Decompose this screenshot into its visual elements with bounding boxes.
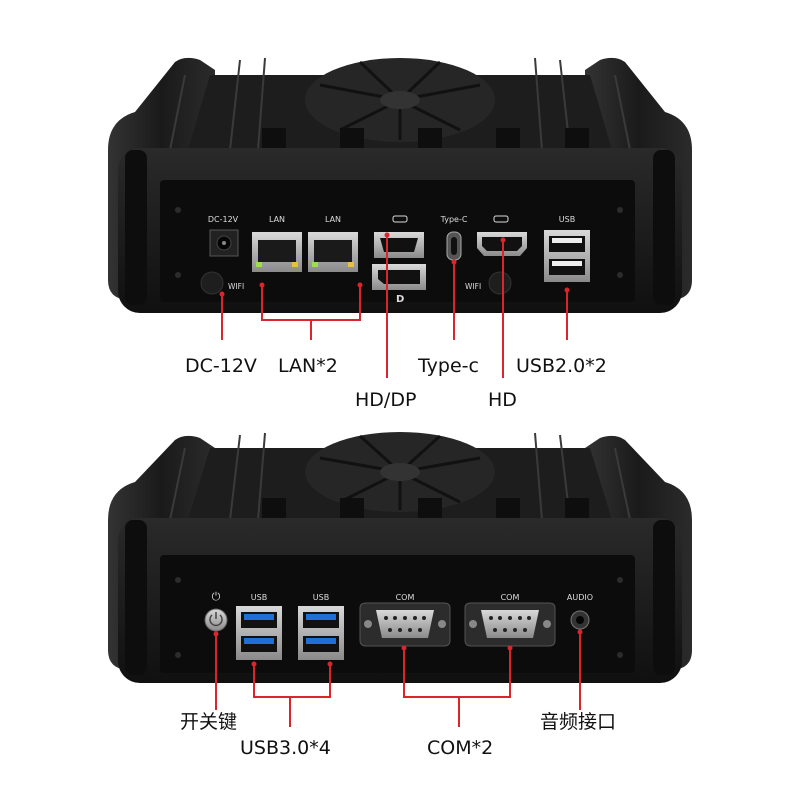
usb2-port-label: USB xyxy=(559,215,575,224)
usb3-ports-group-2 xyxy=(298,606,344,660)
callout-com: COM*2 xyxy=(427,737,493,759)
lan2-port-label: LAN xyxy=(325,215,341,224)
power-button xyxy=(204,608,228,632)
callout-usb2: USB2.0*2 xyxy=(516,355,607,377)
top-leader-lines xyxy=(219,232,570,378)
usb3-ports-group-1 xyxy=(236,606,282,660)
bottom-leader-lines xyxy=(213,629,583,727)
wifi-antenna-right xyxy=(488,271,512,295)
callout-hd-dp: HD/DP xyxy=(355,389,416,411)
callout-power-button: 开关键 xyxy=(180,711,237,733)
typec-port-label: Type-C xyxy=(440,215,468,224)
audio-port-label: AUDIO xyxy=(567,593,593,602)
lan-port-1 xyxy=(252,232,302,272)
callout-usb3: USB3.0*4 xyxy=(240,737,331,759)
hdmi-port-top-icon xyxy=(493,215,509,223)
bottom-device: ⏻ USB USB COM xyxy=(108,432,692,683)
com1-port-label: COM xyxy=(396,593,415,602)
power-icon: ⏻ xyxy=(212,590,221,603)
callout-typec: Type-c xyxy=(417,355,479,377)
wifi-left-label: WIFI xyxy=(228,282,244,291)
hdmi-dp-port: D xyxy=(372,232,426,305)
top-side-slot-left xyxy=(125,150,147,305)
lan1-port-label: LAN xyxy=(269,215,285,224)
wifi-antenna-left xyxy=(200,271,224,295)
top-device: DC-12V WIFI LAN LAN xyxy=(108,57,692,313)
usb3-group2-label: USB xyxy=(313,593,329,602)
usb2-ports xyxy=(544,230,590,282)
dc-port-label: DC-12V xyxy=(208,215,239,224)
callout-lan: LAN*2 xyxy=(278,355,338,377)
com2-port-label: COM xyxy=(501,593,520,602)
callout-dc-12v: DC-12V xyxy=(185,355,257,377)
com-port-2 xyxy=(464,602,556,647)
usb3-group1-label: USB xyxy=(251,593,267,602)
displayport-icon: D xyxy=(396,294,404,305)
top-side-slot-right xyxy=(653,150,675,305)
com-port-1 xyxy=(359,602,451,647)
callout-hd: HD xyxy=(488,389,517,411)
hdmi-port-icon xyxy=(392,215,408,223)
wifi-right-label: WIFI xyxy=(465,282,481,291)
lan-port-2 xyxy=(308,232,358,272)
callout-audio: 音频接口 xyxy=(540,711,616,733)
